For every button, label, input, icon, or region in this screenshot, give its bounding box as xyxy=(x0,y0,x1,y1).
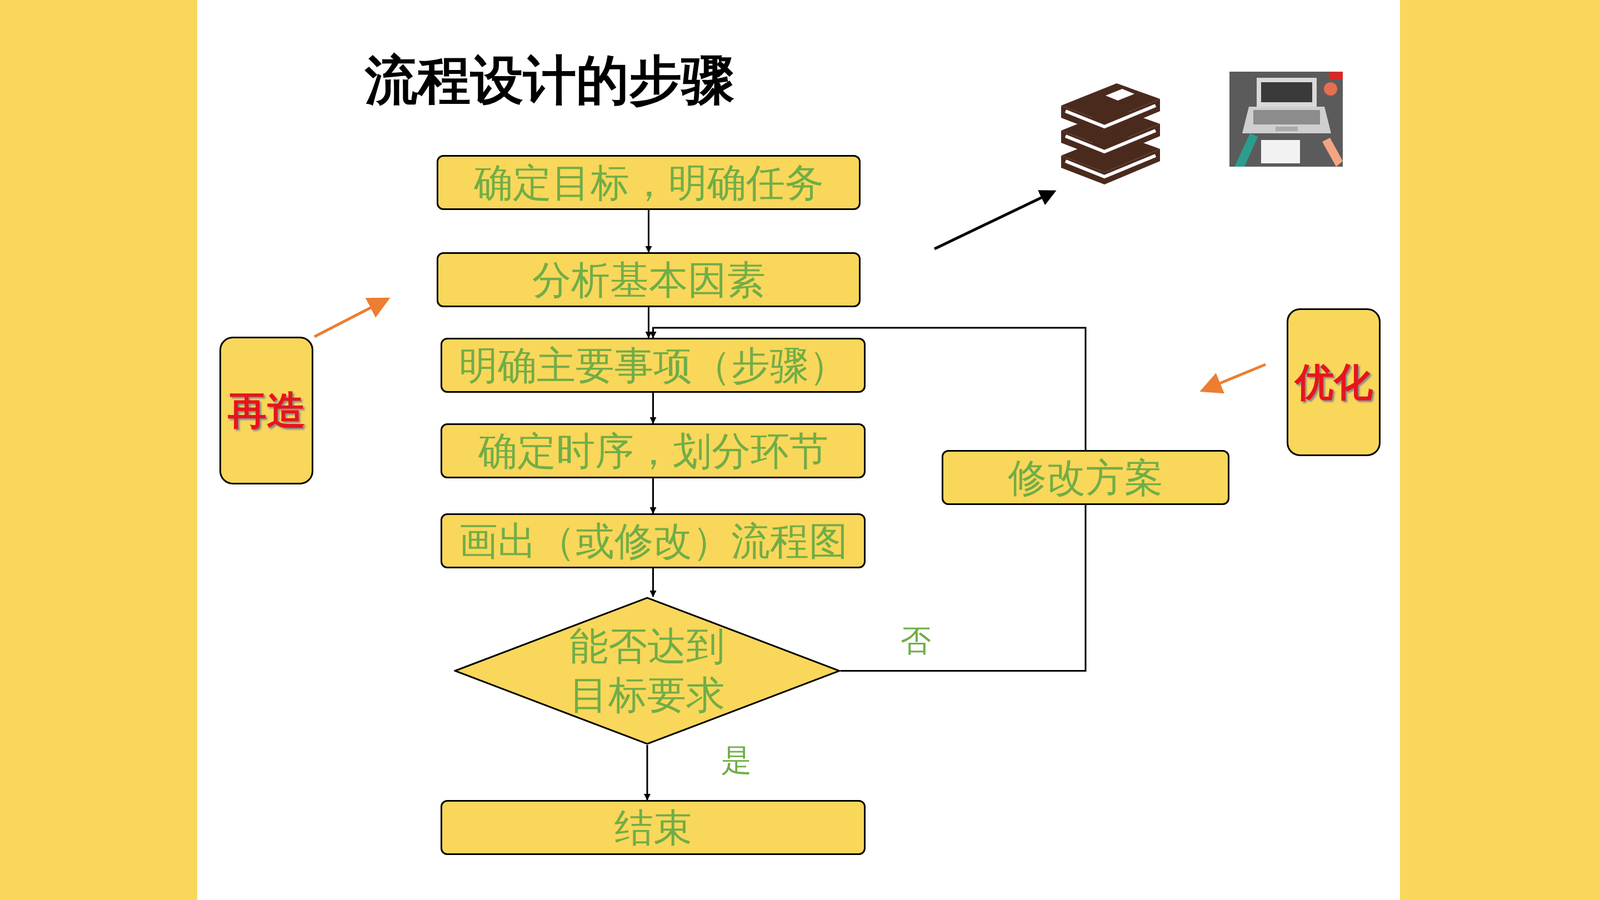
pointer-arrow xyxy=(314,298,388,337)
process-box: 确定时序，划分环节 xyxy=(440,423,866,479)
text-stack: 修改方案 xyxy=(1005,454,1166,502)
callout-text: 再造 xyxy=(227,387,306,434)
flow-connector xyxy=(647,210,650,253)
laptop-photo xyxy=(1229,71,1343,167)
diamond-outline xyxy=(453,596,841,745)
callout-box: 优化 xyxy=(1286,308,1381,457)
diamond-shape xyxy=(455,597,840,744)
text-stack: 优化 xyxy=(1295,358,1373,406)
text-stack: 确定目标，明确任务 xyxy=(471,159,827,207)
node-text: 分析基本因素 xyxy=(530,256,768,304)
flow-connector xyxy=(652,392,654,424)
process-box: 明确主要事项（步骤） xyxy=(440,337,866,393)
text-stack: 确定时序，划分环节 xyxy=(476,427,831,475)
book-icon xyxy=(1061,83,1160,185)
process-box: 分析基本因素 xyxy=(436,252,861,308)
flow-connector xyxy=(646,745,649,800)
text-stack: 结束 xyxy=(612,804,695,852)
decision-diamond: 能否达到 目标要求 xyxy=(453,596,841,745)
process-box: 修改方案 xyxy=(941,450,1230,505)
flow-connector xyxy=(840,505,1086,672)
text-stack: 明确主要事项（步骤） xyxy=(456,342,850,389)
edge-label: 是 xyxy=(721,745,752,776)
flow-connector xyxy=(647,307,650,338)
node-text: 画出（或修改）流程图 xyxy=(456,517,850,565)
side-band xyxy=(1400,0,1600,900)
flow-connector xyxy=(652,478,654,514)
node-text: 确定时序，划分环节 xyxy=(476,427,831,475)
pointer-arrow xyxy=(934,191,1054,249)
diagram-title: 流程设计的步骤 xyxy=(365,45,735,117)
callout-box: 再造 xyxy=(219,336,314,485)
edge-label: 否 xyxy=(900,625,932,656)
process-box: 画出（或修改）流程图 xyxy=(440,513,866,569)
flow-connector xyxy=(652,568,654,597)
process-box: 确定目标，明确任务 xyxy=(436,155,861,210)
flow-connector xyxy=(653,327,1087,450)
text-stack: 能否达到 目标要求 xyxy=(564,622,730,720)
node-text: 能否达到 目标要求 xyxy=(564,622,730,720)
node-text: 结束 xyxy=(612,804,695,852)
text-stack: 分析基本因素 xyxy=(530,256,768,304)
side-band xyxy=(0,0,198,900)
callout-text: 优化 xyxy=(1295,358,1373,406)
node-text: 明确主要事项（步骤） xyxy=(456,342,850,389)
node-text: 确定目标，明确任务 xyxy=(471,159,827,207)
text-stack: 画出（或修改）流程图 xyxy=(456,517,850,565)
process-box: 结束 xyxy=(440,800,866,855)
pointer-arrow xyxy=(1202,364,1266,391)
text-stack: 再造 xyxy=(227,387,306,434)
node-text: 修改方案 xyxy=(1005,454,1166,502)
